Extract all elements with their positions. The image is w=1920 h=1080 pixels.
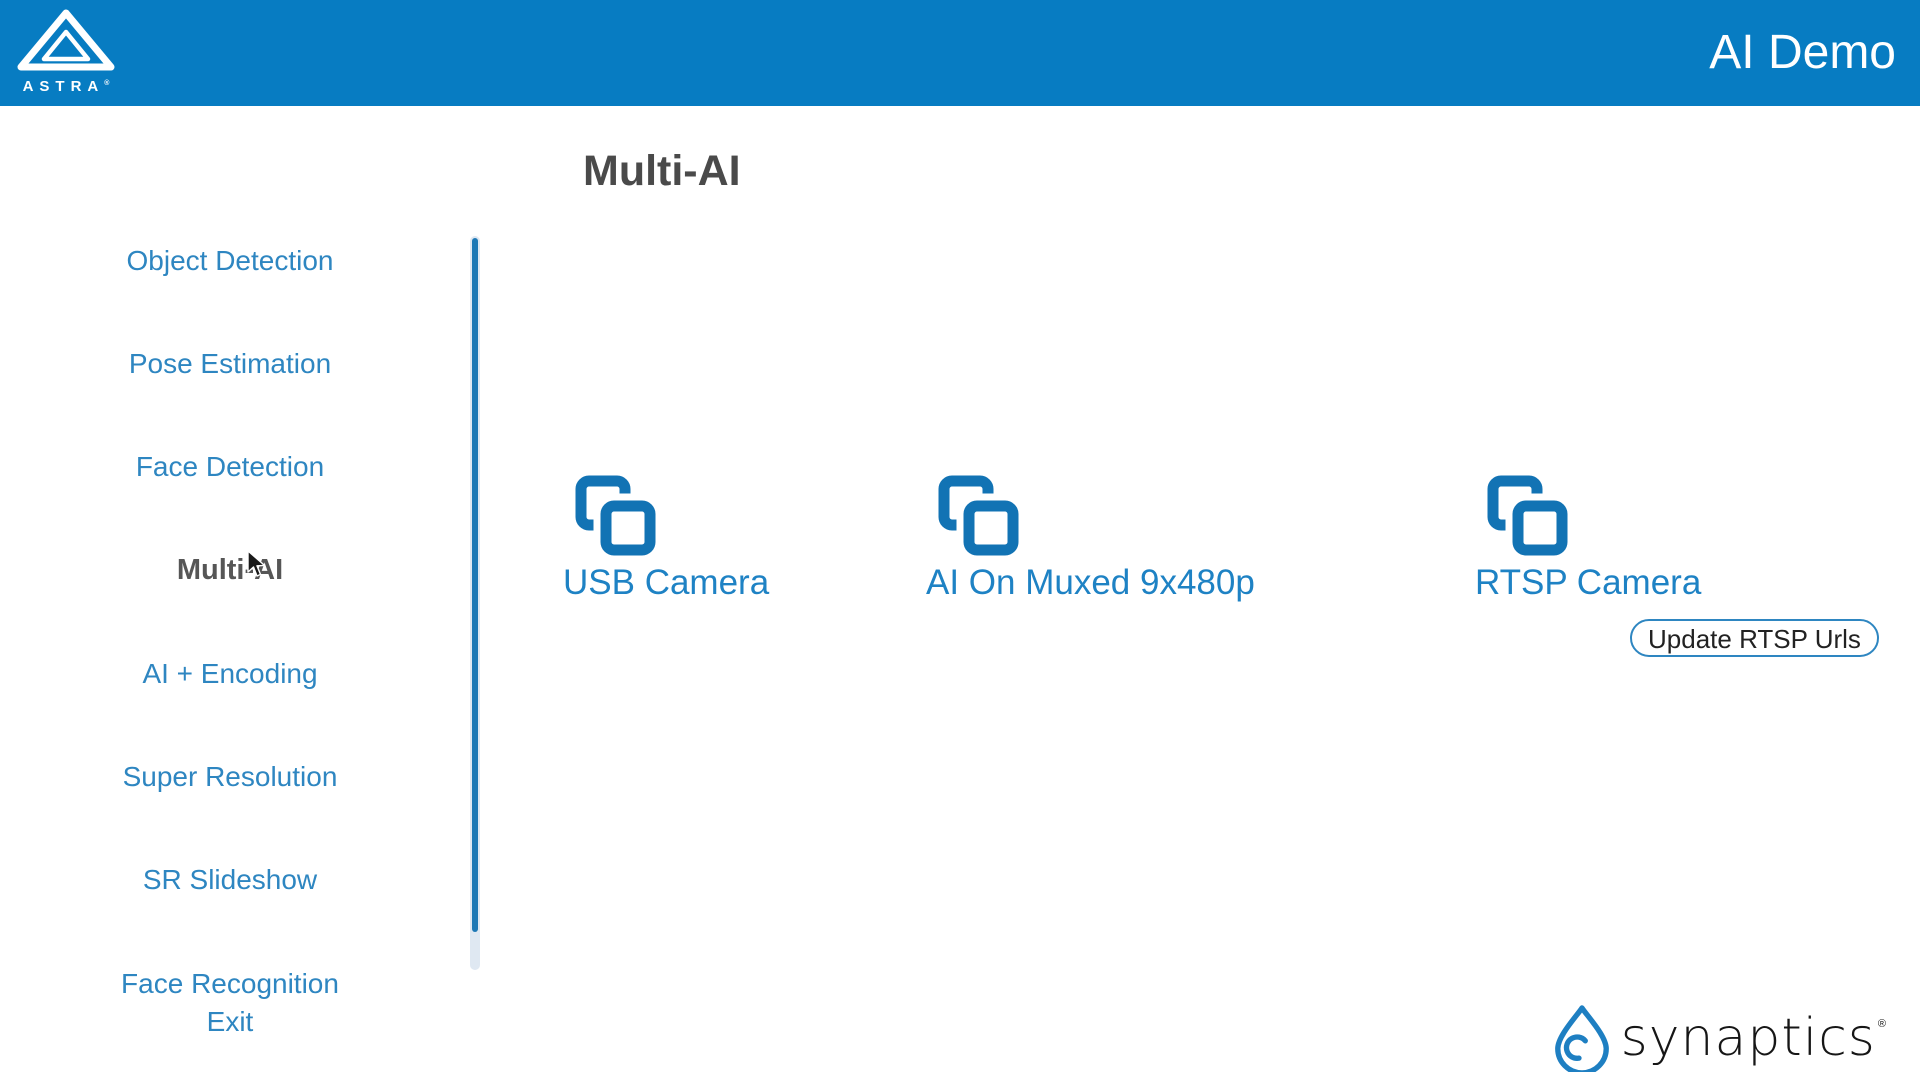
option-label: RTSP Camera bbox=[1475, 563, 1702, 602]
synaptics-wordmark: synaptics bbox=[1620, 1008, 1876, 1068]
option-label: AI On Muxed 9x480p bbox=[926, 563, 1255, 602]
astra-triangle-icon bbox=[14, 6, 124, 74]
sidebar-scrollbar-thumb[interactable] bbox=[472, 238, 478, 932]
sidebar-item-face-recognition[interactable]: Face Recognition bbox=[121, 968, 339, 999]
option-usb-camera[interactable]: USB Camera bbox=[563, 470, 769, 603]
option-ai-on-muxed[interactable]: AI On Muxed 9x480p bbox=[926, 470, 1255, 603]
registered-mark: ® bbox=[104, 80, 110, 87]
synaptics-drop-icon bbox=[1551, 1004, 1613, 1076]
option-rtsp-camera[interactable]: RTSP Camera bbox=[1475, 470, 1701, 603]
sidebar-item-ai-encoding[interactable]: AI + Encoding bbox=[142, 658, 318, 689]
option-label: USB Camera bbox=[563, 563, 770, 602]
astra-logo: ASTRA® bbox=[14, 6, 124, 100]
page-title: Multi-AI bbox=[583, 147, 741, 195]
sidebar-item-face-detection[interactable]: Face Detection bbox=[135, 451, 325, 482]
update-rtsp-urls-button[interactable]: Update RTSP Urls bbox=[1630, 619, 1879, 657]
sidebar-item-object-detection[interactable]: Object Detection bbox=[126, 245, 334, 276]
registered-mark: ® bbox=[1877, 1018, 1886, 1030]
sidebar-scrollbar-track[interactable] bbox=[470, 236, 480, 970]
sidebar-item-super-resolution[interactable]: Super Resolution bbox=[122, 761, 338, 792]
sidebar-item-pose-estimation[interactable]: Pose Estimation bbox=[128, 348, 332, 379]
copy-frames-icon bbox=[1482, 470, 1575, 563]
sidebar-item-exit[interactable]: Exit bbox=[206, 1006, 254, 1037]
app-title: AI Demo bbox=[1709, 26, 1896, 79]
sidebar-item-sr-slideshow[interactable]: SR Slideshow bbox=[142, 864, 318, 895]
top-bar: ASTRA® AI Demo bbox=[0, 0, 1920, 106]
copy-frames-icon bbox=[570, 470, 663, 563]
sidebar-item-multi-ai[interactable]: Multi-AI bbox=[176, 554, 284, 586]
synaptics-logo: synaptics ® bbox=[1551, 1002, 1886, 1076]
astra-logo-wordmark: ASTRA® bbox=[22, 78, 110, 95]
copy-frames-icon bbox=[933, 470, 1026, 563]
